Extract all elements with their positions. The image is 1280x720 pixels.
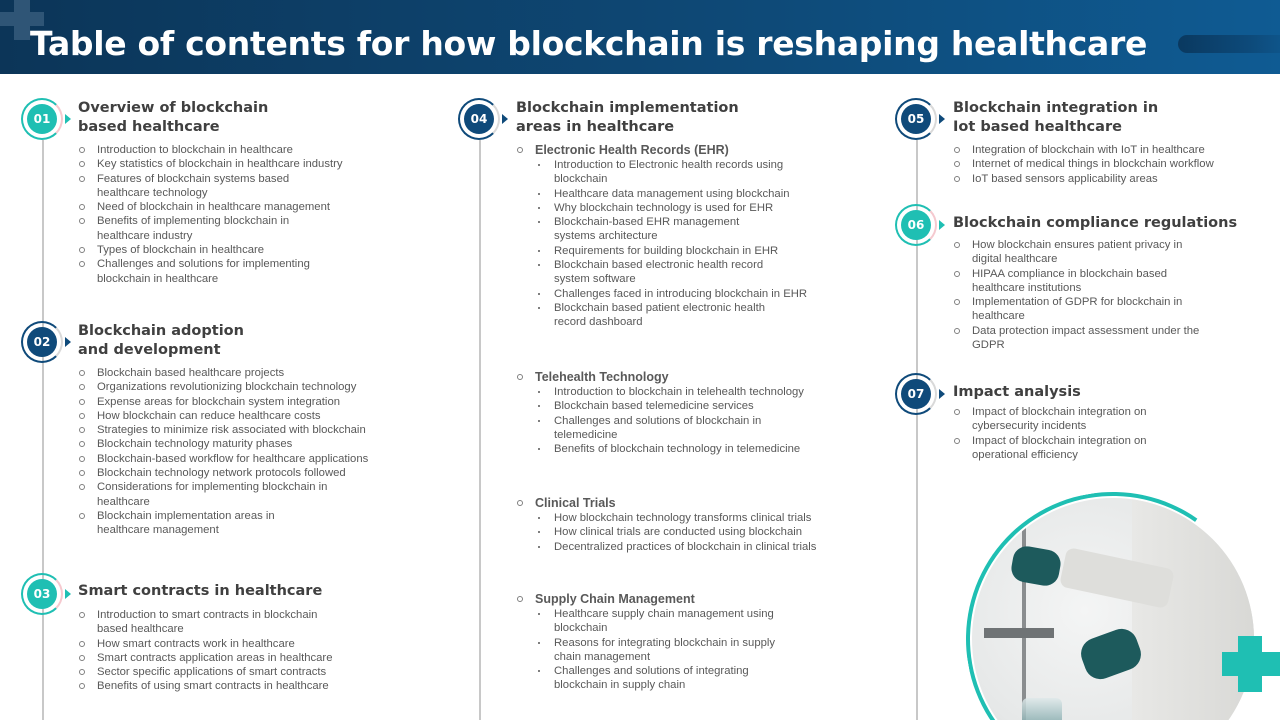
arrow-right-icon bbox=[65, 337, 71, 347]
list-item[interactable]: Healthcare supply chain management using… bbox=[535, 607, 775, 636]
arrow-right-icon bbox=[502, 114, 508, 124]
list-item[interactable]: Introduction to Electronic health record… bbox=[535, 158, 785, 187]
section-item-list: How blockchain ensures patient privacy i… bbox=[953, 238, 1233, 352]
list-item[interactable]: Integration of blockchain with IoT in he… bbox=[953, 143, 1263, 157]
subsection-heading[interactable]: Clinical Trials bbox=[516, 495, 876, 511]
section-item-list: Integration of blockchain with IoT in he… bbox=[953, 143, 1263, 186]
section-title[interactable]: Blockchain implementation areas in healt… bbox=[516, 100, 739, 135]
timeline-line bbox=[479, 140, 481, 720]
page-title: Table of contents for how blockchain is … bbox=[30, 24, 1148, 63]
subsection-ehr: Electronic Health Records (EHR) Introduc… bbox=[516, 142, 876, 330]
list-item[interactable]: Data protection impact assessment under … bbox=[953, 324, 1203, 353]
lab-scientist-photo bbox=[972, 498, 1254, 720]
list-item[interactable]: How blockchain ensures patient privacy i… bbox=[953, 238, 1203, 267]
timeline-line bbox=[42, 140, 44, 720]
section-title[interactable]: Blockchain compliance regulations bbox=[953, 215, 1238, 231]
arrow-right-icon bbox=[65, 589, 71, 599]
arrow-right-icon bbox=[65, 114, 71, 124]
list-item[interactable]: How blockchain can reduce healthcare cos… bbox=[78, 409, 408, 423]
subsection-item-list: Introduction to blockchain in telehealth… bbox=[535, 385, 876, 456]
list-item[interactable]: Blockchain-based EHR management systems … bbox=[535, 215, 765, 244]
list-item[interactable]: Why blockchain technology is used for EH… bbox=[535, 201, 876, 215]
list-item[interactable]: Blockchain based patient electronic heal… bbox=[535, 301, 785, 330]
section-item-list: Introduction to smart contracts in block… bbox=[78, 608, 378, 694]
list-item[interactable]: Benefits of blockchain technology in tel… bbox=[535, 442, 876, 456]
list-item[interactable]: Blockchain based telemedicine services bbox=[535, 399, 876, 413]
list-item[interactable]: Impact of blockchain integration on cybe… bbox=[953, 405, 1178, 434]
section-title[interactable]: Impact analysis bbox=[953, 384, 1081, 400]
list-item[interactable]: Introduction to blockchain in healthcare bbox=[78, 143, 378, 157]
medical-plus-icon bbox=[1222, 652, 1280, 676]
list-item[interactable]: Implementation of GDPR for blockchain in… bbox=[953, 295, 1193, 324]
section-title[interactable]: Blockchain integration in Iot based heal… bbox=[953, 100, 1159, 135]
arrow-right-icon bbox=[939, 114, 945, 124]
list-item[interactable]: How clinical trials are conducted using … bbox=[535, 525, 876, 539]
list-item[interactable]: Challenges and solutions of integrating … bbox=[535, 664, 775, 693]
arrow-right-icon bbox=[939, 389, 945, 399]
list-item[interactable]: How smart contracts work in healthcare bbox=[78, 637, 378, 651]
flask-icon bbox=[1022, 698, 1062, 720]
subsection-telehealth: Telehealth Technology Introduction to bl… bbox=[516, 369, 876, 456]
list-item[interactable]: Strategies to minimize risk associated w… bbox=[78, 423, 408, 437]
section-number-badge: 03 bbox=[21, 573, 71, 615]
subsection-heading[interactable]: Supply Chain Management bbox=[516, 591, 876, 607]
list-item[interactable]: Types of blockchain in healthcare bbox=[78, 243, 378, 257]
list-item[interactable]: Blockchain-based workflow for healthcare… bbox=[78, 452, 408, 466]
list-item[interactable]: Key statistics of blockchain in healthca… bbox=[78, 157, 378, 171]
section-number-badge: 05 bbox=[895, 98, 945, 140]
subsection-supply-chain: Supply Chain Management Healthcare suppl… bbox=[516, 591, 876, 693]
subsection-heading[interactable]: Telehealth Technology bbox=[516, 369, 876, 385]
list-item[interactable]: Considerations for implementing blockcha… bbox=[78, 480, 338, 509]
section-item-list: Impact of blockchain integration on cybe… bbox=[953, 405, 1193, 462]
list-item[interactable]: Introduction to blockchain in telehealth… bbox=[535, 385, 876, 399]
list-item[interactable]: Features of blockchain systems based hea… bbox=[78, 172, 318, 201]
subsection-item-list: How blockchain technology transforms cli… bbox=[535, 511, 876, 554]
list-item[interactable]: Blockchain based electronic health recor… bbox=[535, 258, 785, 287]
list-item[interactable]: Challenges and solutions of blockchain i… bbox=[535, 414, 775, 443]
arrow-right-icon bbox=[939, 220, 945, 230]
list-item[interactable]: HIPAA compliance in blockchain based hea… bbox=[953, 267, 1193, 296]
subsection-item-list: Introduction to Electronic health record… bbox=[535, 158, 876, 330]
list-item[interactable]: Decentralized practices of blockchain in… bbox=[535, 540, 876, 554]
list-item[interactable]: Expense areas for blockchain system inte… bbox=[78, 395, 408, 409]
timeline-line bbox=[916, 140, 918, 720]
section-number-badge: 07 bbox=[895, 373, 945, 415]
section-title[interactable]: Overview of blockchain based healthcare bbox=[78, 100, 269, 135]
list-item[interactable]: Healthcare data management using blockch… bbox=[535, 187, 876, 201]
list-item[interactable]: How blockchain technology transforms cli… bbox=[535, 511, 876, 525]
section-title[interactable]: Smart contracts in healthcare bbox=[78, 583, 323, 599]
list-item[interactable]: Impact of blockchain integration on oper… bbox=[953, 434, 1178, 463]
section-number-badge: 06 bbox=[895, 204, 945, 246]
list-item[interactable]: Blockchain technology network protocols … bbox=[78, 466, 408, 480]
section-title[interactable]: Blockchain adoption and development bbox=[78, 323, 244, 358]
section-item-list: Blockchain based healthcare projects Org… bbox=[78, 366, 408, 538]
list-item[interactable]: Internet of medical things in blockchain… bbox=[953, 157, 1263, 171]
subsection-item-list: Healthcare supply chain management using… bbox=[535, 607, 876, 693]
list-item[interactable]: Challenges faced in introducing blockcha… bbox=[535, 287, 876, 301]
subsection-clinical-trials: Clinical Trials How blockchain technolog… bbox=[516, 495, 876, 554]
list-item[interactable]: Requirements for building blockchain in … bbox=[535, 244, 876, 258]
list-item[interactable]: Blockchain technology maturity phases bbox=[78, 437, 408, 451]
subsection-heading[interactable]: Electronic Health Records (EHR) bbox=[516, 142, 876, 158]
title-banner: Table of contents for how blockchain is … bbox=[0, 0, 1280, 74]
section-number-badge: 02 bbox=[21, 321, 71, 363]
list-item[interactable]: Benefits of using smart contracts in hea… bbox=[78, 679, 378, 693]
list-item[interactable]: Benefits of implementing blockchain in h… bbox=[78, 214, 318, 243]
pill-decoration bbox=[1178, 35, 1280, 53]
section-number-badge: 04 bbox=[458, 98, 508, 140]
list-item[interactable]: Organizations revolutionizing blockchain… bbox=[78, 380, 408, 394]
list-item[interactable]: Sector specific applications of smart co… bbox=[78, 665, 378, 679]
section-number-badge: 01 bbox=[21, 98, 71, 140]
list-item[interactable]: Reasons for integrating blockchain in su… bbox=[535, 636, 800, 665]
list-item[interactable]: Blockchain implementation areas in healt… bbox=[78, 509, 308, 538]
list-item[interactable]: Smart contracts application areas in hea… bbox=[78, 651, 378, 665]
plus-decoration-icon bbox=[0, 12, 44, 26]
section-item-list: Introduction to blockchain in healthcare… bbox=[78, 143, 378, 286]
list-item[interactable]: Challenges and solutions for implementin… bbox=[78, 257, 338, 286]
list-item[interactable]: IoT based sensors applicability areas bbox=[953, 172, 1263, 186]
list-item[interactable]: Blockchain based healthcare projects bbox=[78, 366, 408, 380]
list-item[interactable]: Introduction to smart contracts in block… bbox=[78, 608, 343, 637]
list-item[interactable]: Need of blockchain in healthcare managem… bbox=[78, 200, 378, 214]
